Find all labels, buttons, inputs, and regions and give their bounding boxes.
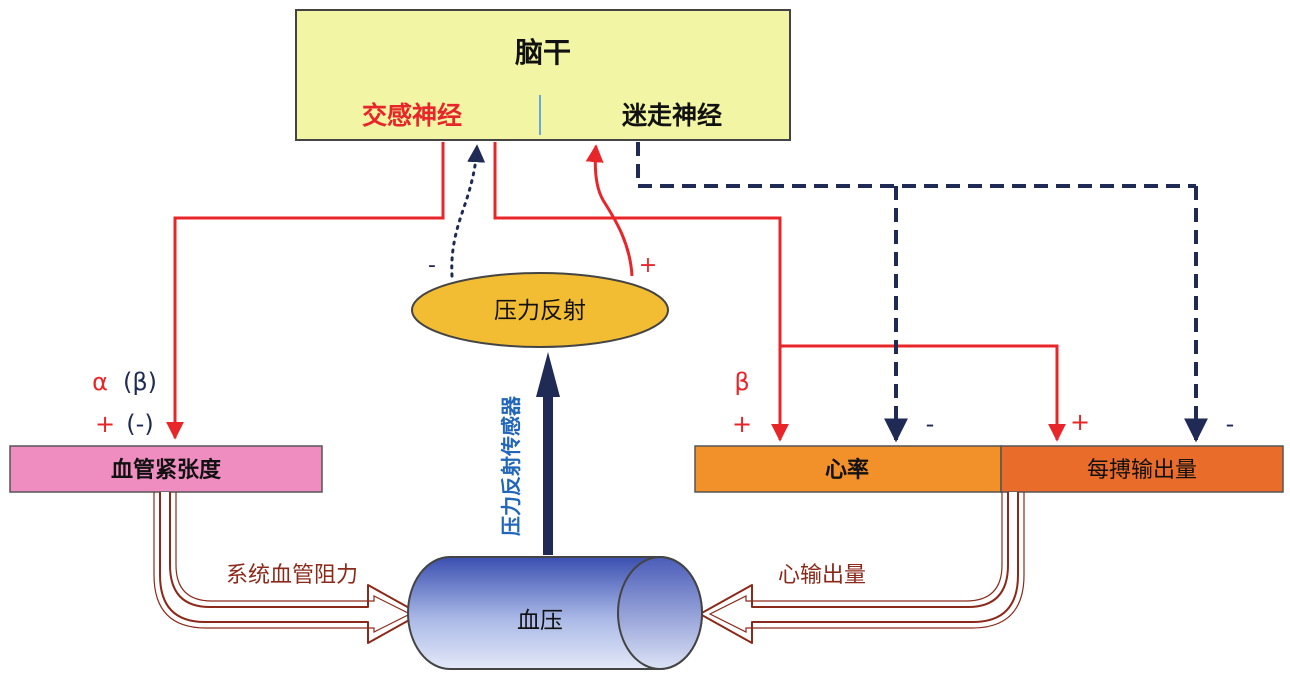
alpha-label: α	[92, 368, 108, 396]
baroreflex-to-vagus-arrow	[585, 144, 634, 277]
vagus-main-line	[636, 142, 1196, 188]
sympathetic-label: 交感神经	[362, 101, 462, 130]
sympathetic-to-vascular-arrow	[166, 142, 445, 440]
beta-paren-label: (β)	[123, 368, 157, 396]
stroke-volume-minus-sign: -	[1226, 410, 1235, 438]
sympathetic-to-stroke-volume-arrow	[780, 344, 1066, 442]
baroreceptor-label: 压力反射传感器	[499, 395, 523, 536]
vascular-plus-sign: +	[95, 410, 115, 438]
heart-rate-box: 心率	[694, 445, 1002, 493]
svr-hollow-arrow-inner	[153, 492, 412, 633]
vascular-minus-paren: (-)	[126, 410, 153, 438]
vascular-tone-label: 血管紧张度	[111, 457, 222, 483]
sympathetic-to-heart-rate-arrow	[493, 142, 789, 442]
baroreceptor-arrow	[536, 352, 560, 555]
brainstem-box: 脑干 交感神经 迷走神经	[295, 9, 791, 141]
blood-pressure-cylinder: 血压	[407, 556, 703, 670]
baroreflex-label: 压力反射	[494, 298, 586, 324]
blood-pressure-label: 血压	[517, 608, 563, 634]
beta-label: β	[734, 368, 749, 396]
baroreflex-minus-sign: -	[428, 253, 436, 278]
stroke-volume-plus-sign: +	[1070, 408, 1090, 436]
baroreflex-to-sympathetic-arrow	[450, 144, 486, 278]
vascular-tone-box: 血管紧张度	[9, 445, 323, 493]
svr-hollow-arrow	[159, 492, 421, 644]
baroreflex-node: 压力反射	[411, 272, 669, 348]
svr-label: 系统血管阻力	[226, 563, 358, 588]
heart-rate-plus-sign: +	[732, 410, 752, 438]
heart-rate-label: 心率	[825, 457, 869, 483]
heart-rate-minus-sign: -	[926, 410, 935, 438]
baroreflex-plus-sign: +	[639, 253, 657, 278]
stroke-volume-box: 每搏输出量	[1000, 445, 1284, 493]
co-hollow-arrow	[699, 492, 1019, 644]
co-hollow-arrow-inner	[708, 492, 1025, 633]
stroke-volume-label: 每搏输出量	[1087, 458, 1197, 483]
brainstem-title: 脑干	[515, 36, 571, 69]
vagus-label: 迷走神经	[622, 101, 722, 130]
co-label: 心输出量	[778, 563, 866, 588]
